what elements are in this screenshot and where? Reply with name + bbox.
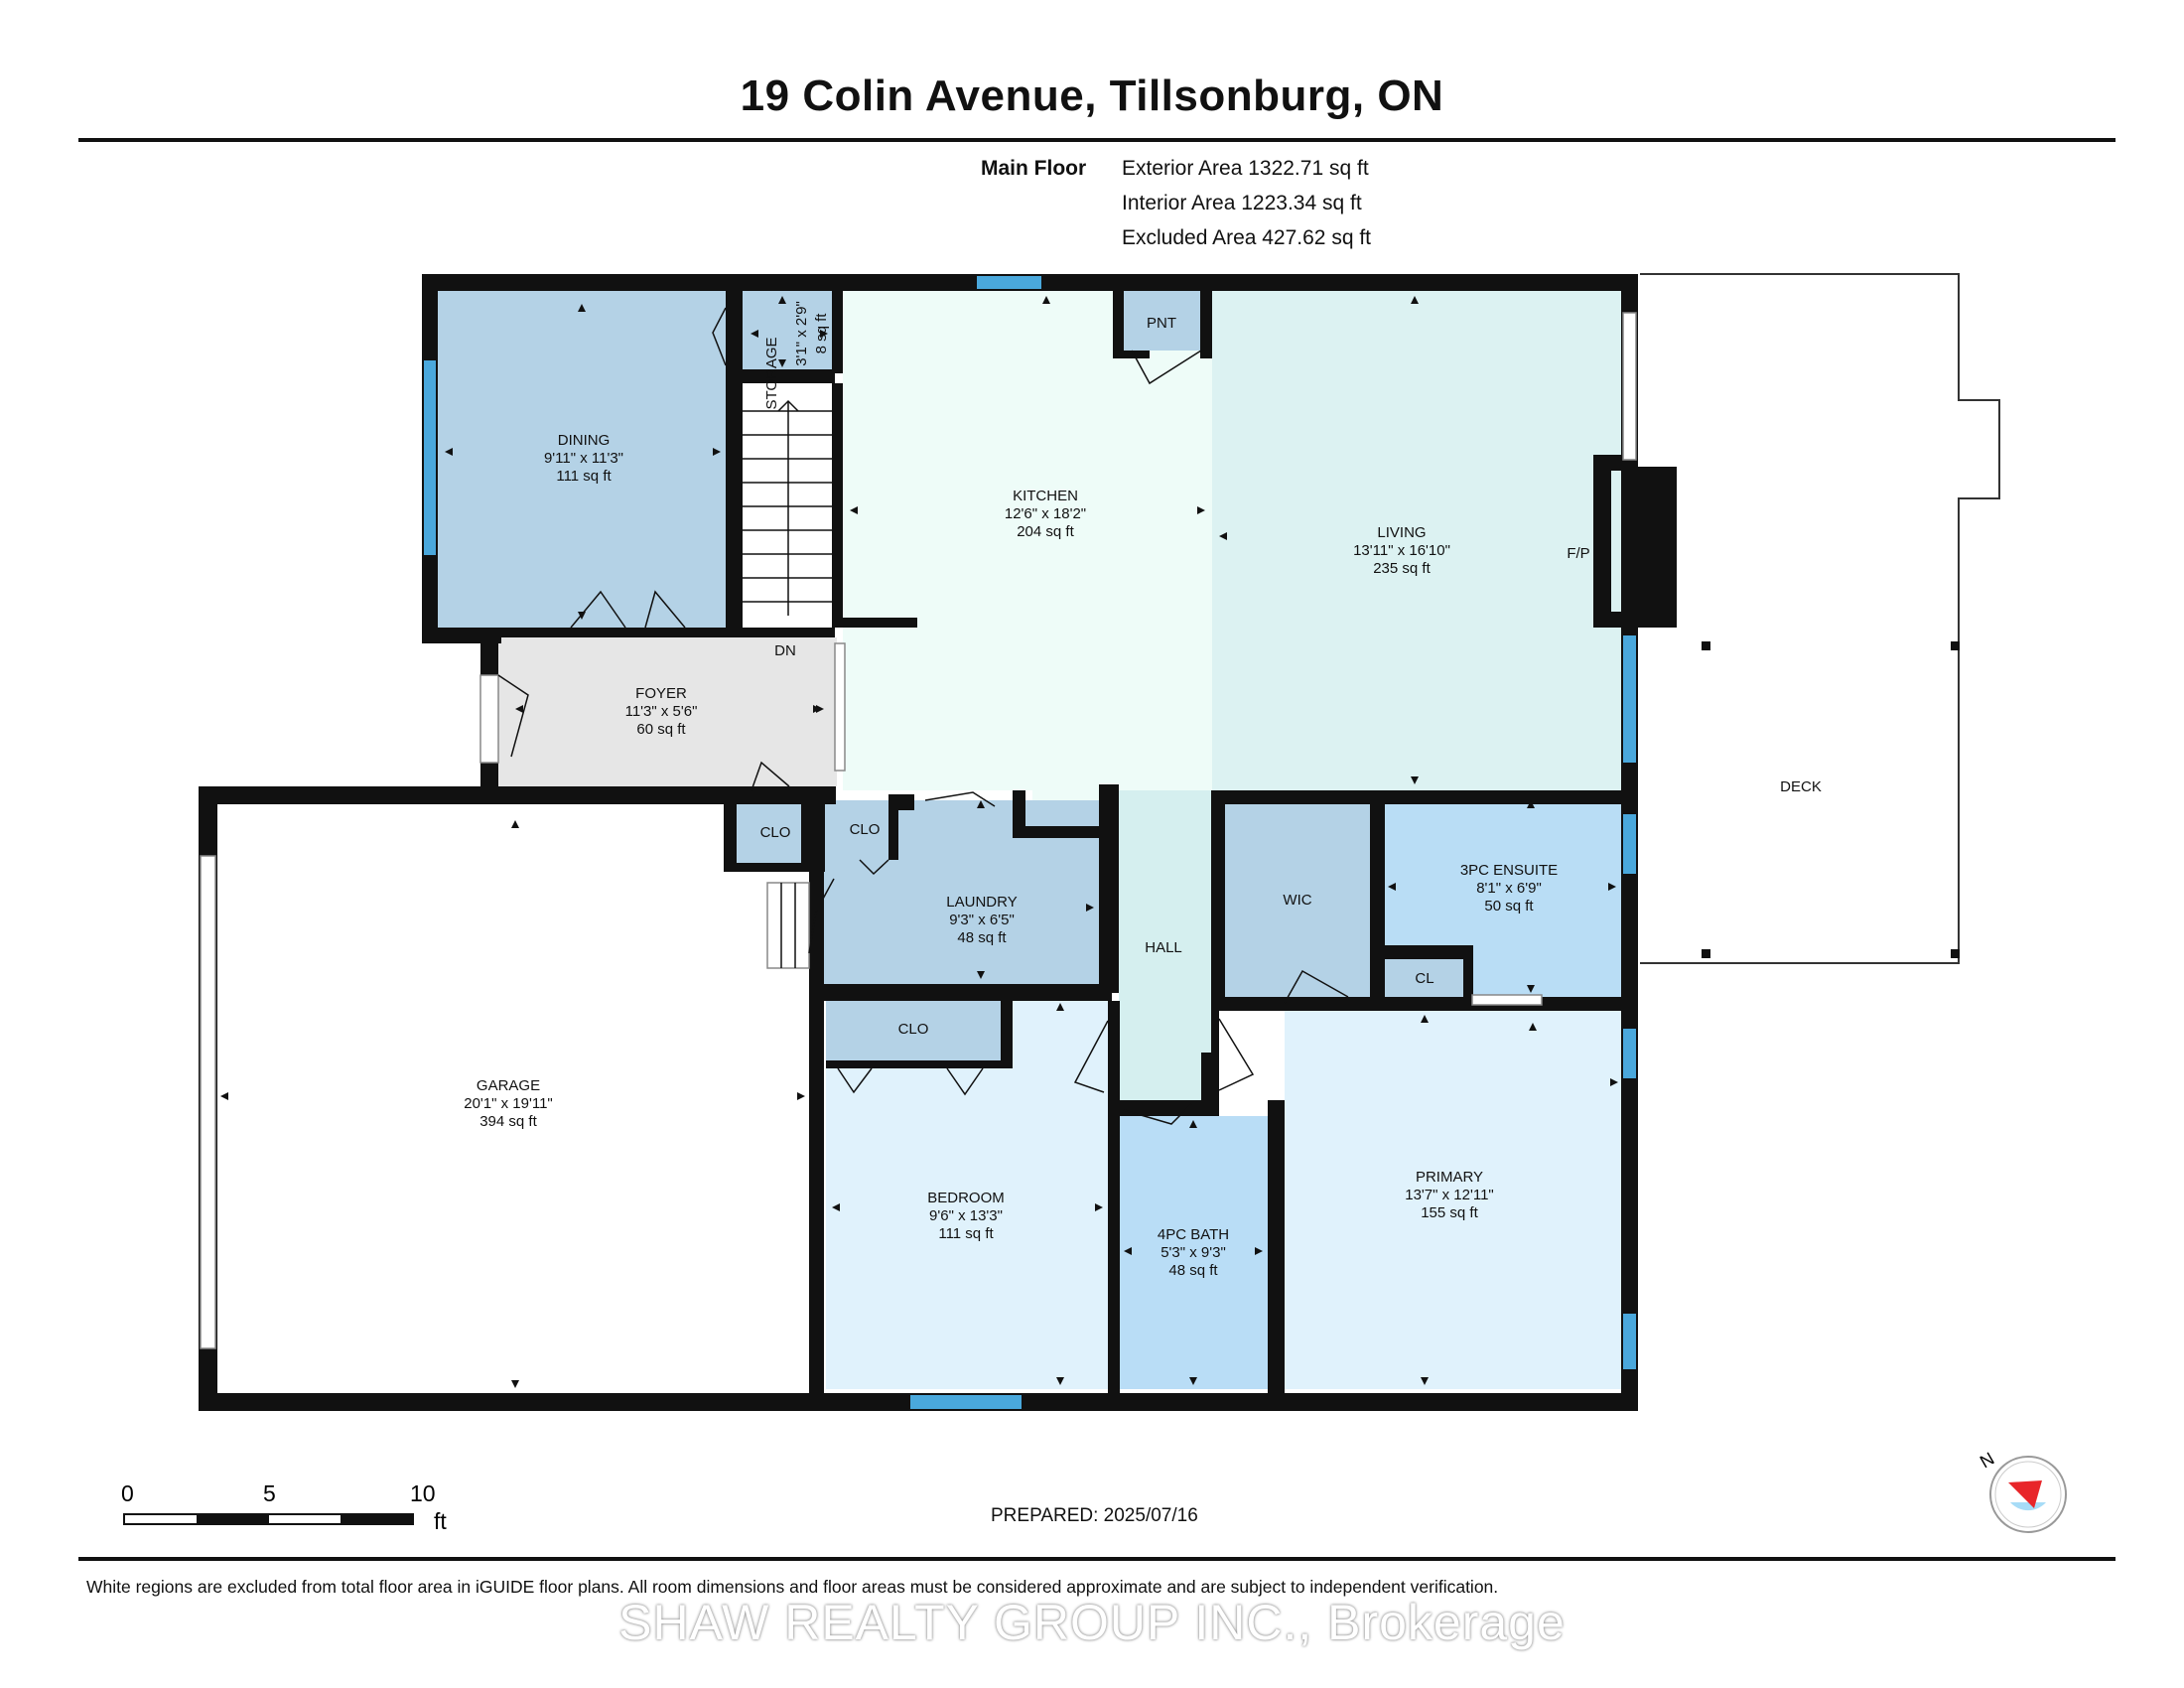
living-dims: 13'11" x 16'10" bbox=[1353, 542, 1450, 559]
storage-area: 8 sq ft bbox=[813, 313, 830, 354]
bedroom-label: BEDROOM bbox=[927, 1190, 1005, 1206]
storage-dims: 3'1" x 2'9" bbox=[793, 301, 810, 366]
living-room bbox=[1212, 291, 1621, 790]
storage-label: STORAGE bbox=[763, 337, 780, 409]
scale-five: 5 bbox=[263, 1480, 276, 1506]
scale-unit: ft bbox=[434, 1508, 447, 1534]
door-swings bbox=[497, 307, 1349, 1125]
garage-room bbox=[217, 802, 809, 1393]
deck-posts bbox=[1702, 641, 1960, 958]
closet-label-3: CLO bbox=[898, 1021, 929, 1038]
scale-zero: 0 bbox=[121, 1480, 134, 1506]
pantry-room bbox=[1124, 291, 1200, 351]
deck-label: DECK bbox=[1780, 778, 1822, 795]
laundry-area: 48 sq ft bbox=[957, 929, 1007, 946]
kitchen-room bbox=[843, 291, 1212, 790]
dining-room bbox=[438, 291, 740, 628]
prepared-date: PREPARED: 2025/07/16 bbox=[991, 1505, 1198, 1526]
garage-steps bbox=[780, 883, 796, 968]
wic-room bbox=[1225, 800, 1370, 999]
laundry-label: LAUNDRY bbox=[946, 894, 1017, 911]
kitchen-dims: 12'6" x 18'2" bbox=[1005, 505, 1086, 522]
interior-area: Interior Area 1223.34 sq ft bbox=[1122, 192, 1362, 214]
hall-label: HALL bbox=[1145, 939, 1182, 956]
hall-room bbox=[1119, 790, 1211, 1100]
compass-north-label: N bbox=[1977, 1449, 1997, 1473]
scale-bar: 0 5 10 ft bbox=[121, 1480, 447, 1534]
living-area: 235 sq ft bbox=[1373, 560, 1431, 577]
staircase bbox=[743, 399, 834, 616]
garage-dims: 20'1" x 19'11" bbox=[464, 1095, 553, 1112]
watermark: SHAW REALTY GROUP INC., Brokerage bbox=[618, 1595, 1566, 1650]
primary-dims: 13'7" x 12'11" bbox=[1405, 1187, 1494, 1203]
living-label: LIVING bbox=[1377, 524, 1426, 541]
bath-area: 48 sq ft bbox=[1168, 1262, 1218, 1279]
dining-label: DINING bbox=[558, 432, 611, 449]
primary-area: 155 sq ft bbox=[1421, 1204, 1478, 1221]
sliding-doors bbox=[200, 312, 1637, 1349]
garage-label: GARAGE bbox=[477, 1077, 540, 1094]
ensuite-area: 50 sq ft bbox=[1484, 898, 1534, 914]
stairs-down-label: DN bbox=[774, 642, 796, 659]
scale-ten: 10 bbox=[410, 1480, 436, 1506]
cl-label: CL bbox=[1415, 970, 1433, 987]
excluded-area: Excluded Area 427.62 sq ft bbox=[1122, 226, 1372, 249]
bath-label: 4PC BATH bbox=[1158, 1226, 1229, 1243]
foyer-area: 60 sq ft bbox=[636, 721, 686, 738]
primary-room bbox=[1285, 1011, 1621, 1389]
closet-laundry bbox=[825, 800, 888, 862]
top-rule bbox=[78, 138, 2116, 142]
dining-dims: 9'11" x 11'3" bbox=[544, 450, 623, 467]
foyer-dims: 11'3" x 5'6" bbox=[625, 703, 698, 720]
closet-bedroom-fill bbox=[826, 1001, 1001, 1060]
fireplace-label: F/P bbox=[1567, 545, 1589, 562]
bedroom-area: 111 sq ft bbox=[938, 1225, 994, 1242]
ensuite-label: 3PC ENSUITE bbox=[1460, 862, 1558, 879]
room-labels: DINING 9'11" x 11'3" 111 sq ft STORAGE 3… bbox=[464, 301, 1822, 1279]
disclaimer-text: White regions are excluded from total fl… bbox=[86, 1577, 1499, 1597]
kitchen-label: KITCHEN bbox=[1013, 488, 1078, 504]
dimension-arrows bbox=[220, 296, 1618, 1388]
compass-icon: N bbox=[1977, 1449, 2067, 1533]
closet-label-1: CLO bbox=[760, 824, 791, 841]
kitchen-area: 204 sq ft bbox=[1017, 523, 1074, 540]
laundry-dims: 9'3" x 6'5" bbox=[949, 912, 1015, 928]
bath-dims: 5'3" x 9'3" bbox=[1160, 1244, 1226, 1261]
bottom-rule bbox=[78, 1557, 2116, 1561]
cl-room bbox=[1385, 959, 1463, 999]
closet-label-2: CLO bbox=[850, 821, 881, 838]
bath-room bbox=[1120, 1116, 1268, 1389]
garage-area: 394 sq ft bbox=[479, 1113, 537, 1130]
page-title: 19 Colin Avenue, Tillsonburg, ON bbox=[740, 71, 1444, 120]
foyer-room bbox=[498, 637, 837, 786]
windows bbox=[424, 276, 1636, 1409]
floor-label: Main Floor bbox=[981, 157, 1087, 180]
wic-label: WIC bbox=[1283, 892, 1311, 909]
dining-area: 111 sq ft bbox=[556, 468, 612, 485]
bedroom-dims: 9'6" x 13'3" bbox=[929, 1207, 1003, 1224]
primary-label: PRIMARY bbox=[1416, 1169, 1483, 1186]
ensuite-dims: 8'1" x 6'9" bbox=[1476, 880, 1542, 897]
closet-foyer-1 bbox=[737, 800, 801, 863]
deck-outline bbox=[1640, 273, 2000, 964]
exterior-area: Exterior Area 1322.71 sq ft bbox=[1122, 157, 1369, 180]
foyer-label: FOYER bbox=[635, 685, 687, 702]
pantry-label: PNT bbox=[1147, 315, 1176, 332]
